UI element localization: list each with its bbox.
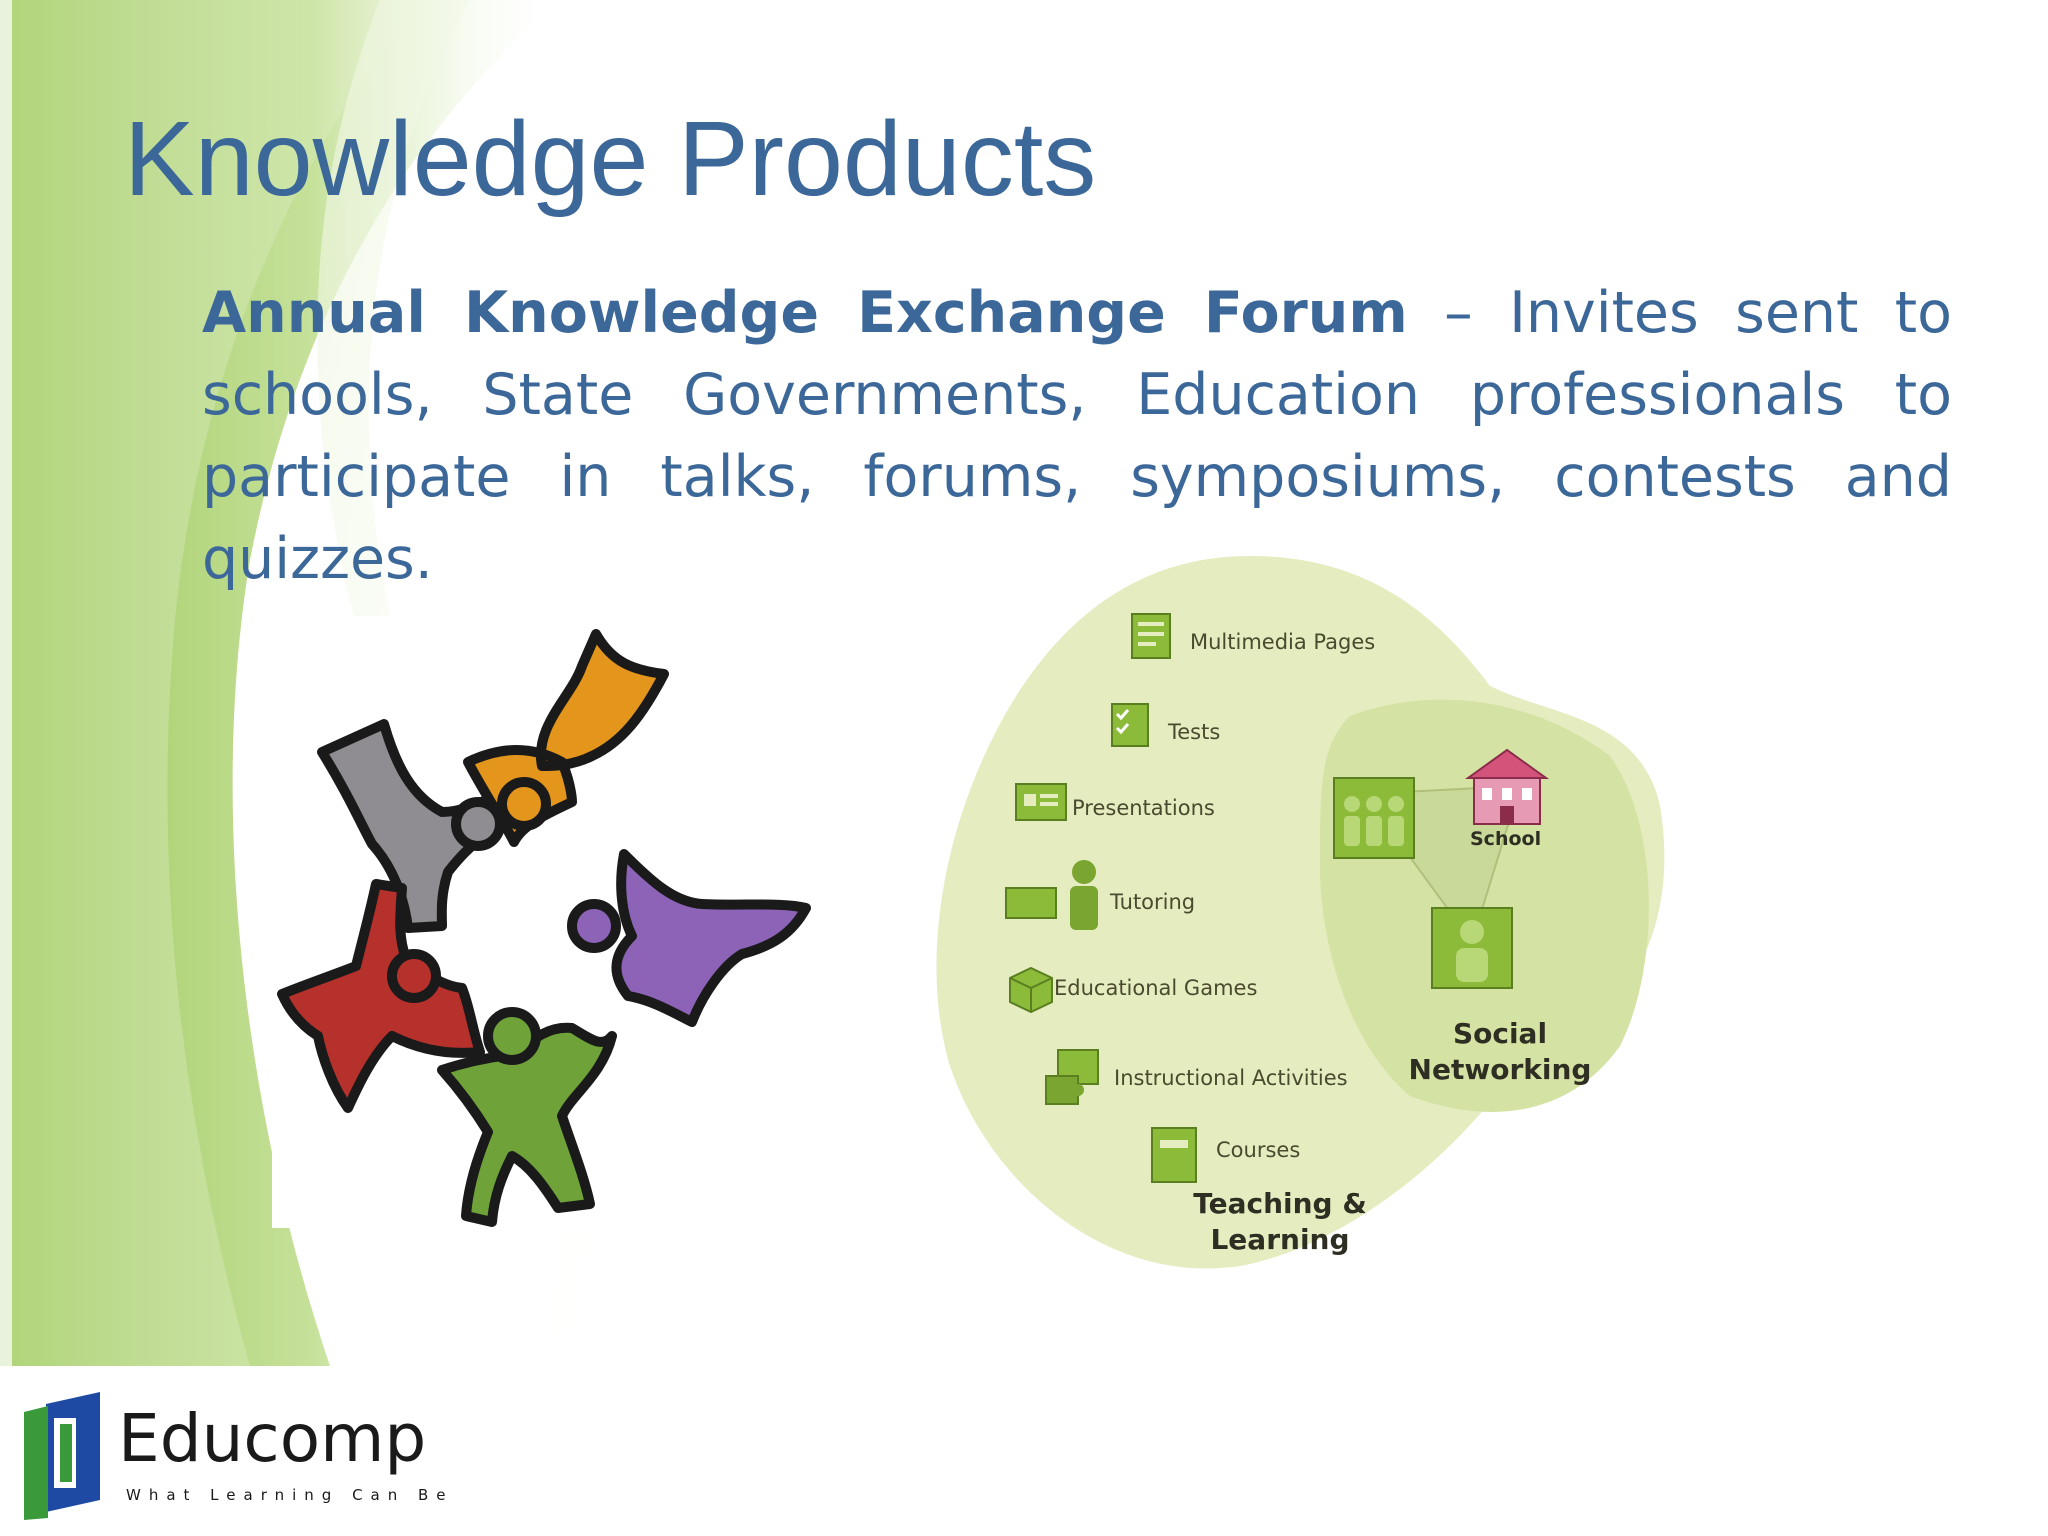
document-icon — [1131, 613, 1171, 659]
purple-figure — [567, 849, 811, 1027]
item-instructional-activities: Instructional Activities — [1114, 1066, 1348, 1090]
item-tutoring: Tutoring — [1110, 890, 1196, 914]
item-multimedia-pages: Multimedia Pages — [1190, 630, 1376, 654]
body-lead-text: Annual Knowledge Exchange Forum — [202, 280, 1408, 346]
school-label: School — [1470, 828, 1542, 850]
teaching-heading-line1: Teaching & — [1193, 1187, 1367, 1220]
social-networking-heading: Social Networking — [1400, 1016, 1600, 1088]
red-figure — [277, 879, 485, 1113]
slide-title: Knowledge Products — [124, 100, 1097, 218]
people-circle-clipart — [272, 616, 892, 1228]
social-heading-line1: Social — [1452, 1017, 1548, 1050]
puzzle-icon — [1045, 1049, 1099, 1105]
green-figure — [437, 1007, 617, 1227]
book-icon — [1151, 1127, 1197, 1183]
item-educational-games: Educational Games — [1054, 976, 1258, 1000]
teaching-learning-heading: Teaching & Learning — [1180, 1186, 1380, 1258]
learning-diagram: Multimedia Pages Tests Presentations Tut… — [930, 546, 1670, 1276]
group-icon — [1333, 777, 1415, 859]
cube-icon — [1009, 966, 1053, 1014]
item-tests: Tests — [1168, 720, 1221, 744]
orange-figure — [463, 629, 669, 847]
social-heading-line2: Networking — [1408, 1053, 1592, 1086]
person-icon — [1431, 907, 1513, 989]
teaching-heading-line2: Learning — [1210, 1223, 1350, 1256]
tutor-icon — [1005, 860, 1098, 930]
logo-tagline: What Learning Can Be — [126, 1486, 454, 1504]
body-rest-text: – Invites sent to schools, State Governm… — [202, 280, 1952, 592]
school-building-icon — [1464, 748, 1550, 825]
educomp-logo: Educomp What Learning Can Be — [20, 1384, 446, 1524]
item-courses: Courses — [1216, 1138, 1301, 1162]
body-paragraph: Annual Knowledge Exchange Forum – Invite… — [202, 272, 1952, 600]
checklist-icon — [1111, 703, 1149, 747]
educomp-logo-mark — [24, 1392, 100, 1520]
item-presentations: Presentations — [1072, 796, 1215, 820]
logo-name: Educomp — [118, 1400, 427, 1477]
grey-figure — [317, 719, 539, 933]
presentation-icon — [1015, 783, 1067, 821]
